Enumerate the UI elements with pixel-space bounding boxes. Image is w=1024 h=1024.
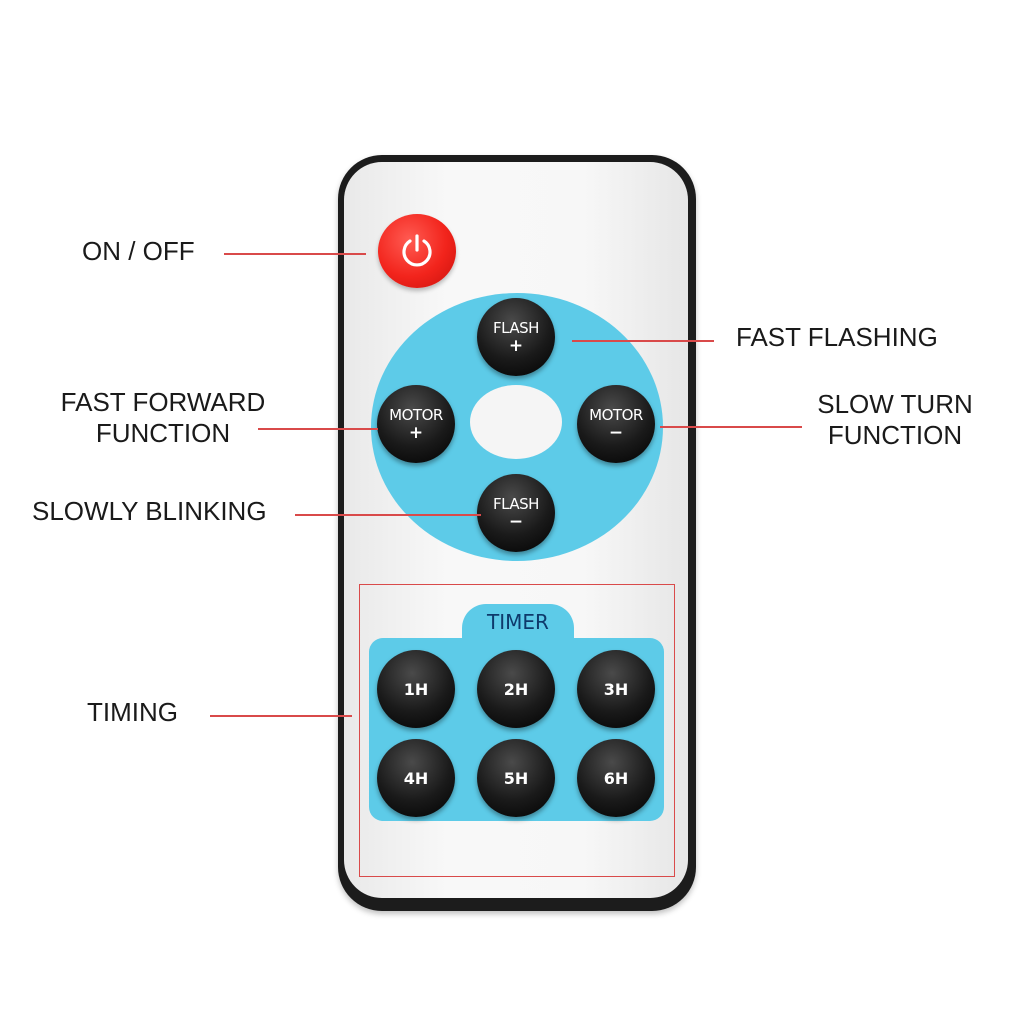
timer-button-label: 3H — [603, 679, 629, 699]
leader-line-slowly-blinking — [295, 514, 481, 516]
leader-line-slow-turn — [660, 426, 802, 428]
button-label: FLASH — [493, 494, 539, 513]
motor-minus-button[interactable]: MOTOR − — [577, 385, 655, 463]
button-label: FLASH — [493, 318, 539, 337]
button-label: MOTOR — [589, 405, 643, 424]
callout-fast-forward-line2: FUNCTION — [95, 418, 231, 448]
button-sign: + — [408, 422, 424, 443]
button-label: MOTOR — [389, 405, 443, 424]
timer-5h-button[interactable]: 5H — [477, 739, 555, 817]
timer-tab — [462, 604, 574, 652]
callout-fast-forward-line1: FAST FORWARD — [60, 387, 266, 417]
callout-slow-turn-line2: FUNCTION — [827, 420, 963, 450]
callout-fast-flashing: FAST FLASHING — [736, 322, 938, 352]
callout-timing: TIMING — [87, 697, 178, 727]
button-sign: − — [508, 511, 524, 532]
power-icon — [402, 234, 432, 267]
button-sign: + — [508, 335, 524, 356]
callout-fast-forward: FAST FORWARD FUNCTION — [40, 387, 286, 449]
flash-plus-button[interactable]: FLASH + — [477, 298, 555, 376]
timer-6h-button[interactable]: 6H — [577, 739, 655, 817]
leader-line-timing — [210, 715, 352, 717]
leader-line-fast-forward — [258, 428, 378, 430]
timer-3h-button[interactable]: 3H — [577, 650, 655, 728]
timer-2h-button[interactable]: 2H — [477, 650, 555, 728]
motor-plus-button[interactable]: MOTOR + — [377, 385, 455, 463]
timer-button-label: 5H — [503, 768, 529, 788]
callout-on-off: ON / OFF — [82, 236, 195, 266]
timer-button-label: 6H — [603, 768, 629, 788]
timer-button-label: 1H — [403, 679, 429, 699]
leader-line-fast-flashing — [572, 340, 714, 342]
callout-slow-turn-line1: SLOW TURN — [817, 389, 973, 419]
control-ring-center — [470, 385, 562, 459]
timer-label: TIMER — [487, 610, 549, 634]
leader-line-on-off — [224, 253, 366, 255]
timing-highlight-box — [359, 584, 675, 877]
timer-1h-button[interactable]: 1H — [377, 650, 455, 728]
flash-minus-button[interactable]: FLASH − — [477, 474, 555, 552]
callout-slowly-blinking: SLOWLY BLINKING — [32, 496, 267, 526]
timer-4h-button[interactable]: 4H — [377, 739, 455, 817]
power-button[interactable] — [378, 214, 456, 288]
button-sign: − — [608, 422, 624, 443]
timer-button-label: 4H — [403, 768, 429, 788]
callout-slow-turn: SLOW TURN FUNCTION — [806, 389, 984, 451]
timer-button-label: 2H — [503, 679, 529, 699]
